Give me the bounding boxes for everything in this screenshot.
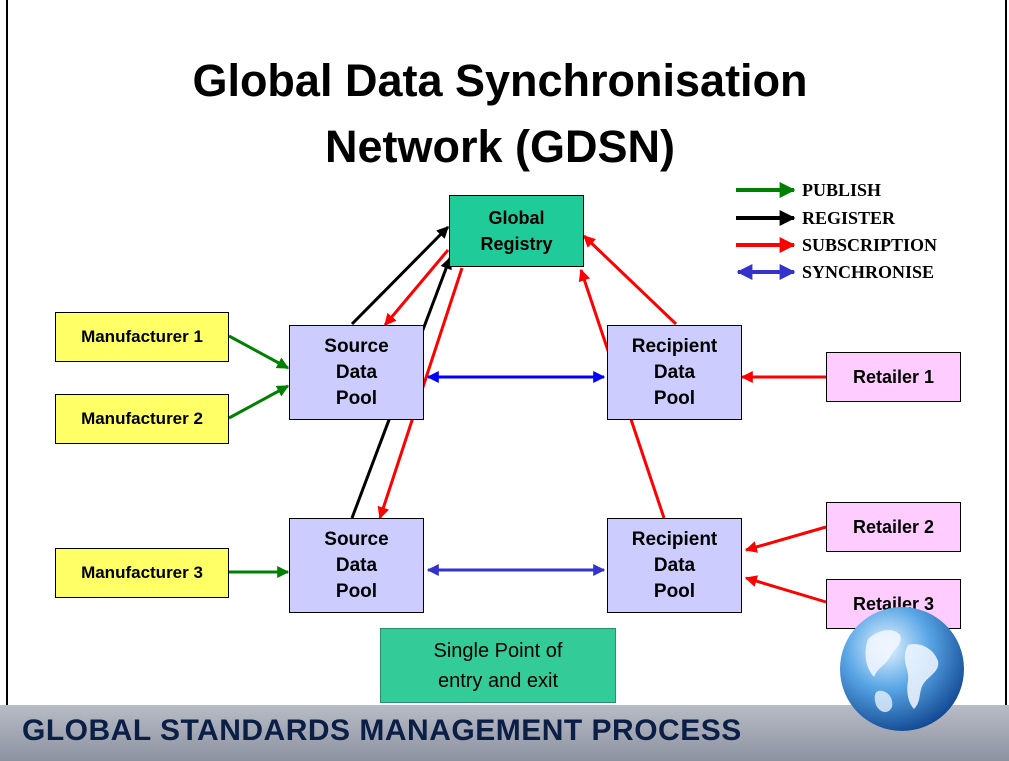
subscription-arrow-retailer-2: [744, 525, 827, 553]
source-pool-1-line-3: Pool: [335, 387, 378, 409]
recipient-pool-2-line-2: Data: [653, 554, 696, 576]
recipient-pool-2-line-3: Pool: [653, 580, 696, 602]
manufacturer-1-node: Manufacturer 1: [55, 312, 229, 362]
source-pool-2-line-2: Data: [335, 554, 378, 576]
single-point-callout: Single Point of entry and exit: [380, 628, 616, 703]
register-arrow-pool-1: [350, 225, 450, 326]
title-line-2: Network (GDSN): [324, 121, 676, 172]
source-pool-1-line-2: Data: [335, 361, 378, 383]
retailer-2-node: Retailer 2: [826, 502, 961, 552]
recipient-pool-1-line-2: Data: [653, 361, 696, 383]
source-pool-2-line-1: Source: [324, 528, 389, 550]
recipient-pool-2-line-1: Recipient: [631, 528, 718, 550]
recipient-pool-1-line-1: Recipient: [631, 335, 718, 357]
recipient-data-pool-1-node: Recipient Data Pool: [607, 325, 742, 420]
footer-bar: GLOBAL STANDARDS MANAGEMENT PROCESS: [0, 705, 1009, 761]
callout-line-2: entry and exit: [437, 669, 559, 692]
global-registry-node: Global Registry: [449, 195, 584, 267]
source-pool-2-line-3: Pool: [335, 580, 378, 602]
slide-title: Global Data Synchronisation Network (GDS…: [60, 48, 940, 180]
manufacturer-3-label: Manufacturer 3: [81, 563, 203, 582]
legend-synchronise-label: SYNCHRONISE: [802, 262, 935, 282]
retailer-2-label: Retailer 2: [852, 517, 935, 537]
publish-arrow-m1: [228, 334, 290, 370]
recipient-data-pool-2-node: Recipient Data Pool: [607, 518, 742, 613]
retailer-1-label: Retailer 1: [852, 367, 935, 387]
publish-arrow-m2: [228, 384, 290, 420]
legend-register-label: REGISTER: [802, 208, 896, 228]
callout-line-1: Single Point of: [433, 639, 563, 662]
manufacturer-3-node: Manufacturer 3: [55, 548, 229, 598]
manufacturer-2-node: Manufacturer 2: [55, 394, 229, 444]
subscription-arrow-registry-to-pool-1: [383, 249, 450, 326]
manufacturer-2-label: Manufacturer 2: [81, 409, 203, 428]
manufacturer-1-label: Manufacturer 1: [81, 327, 203, 346]
subscription-arrow-retailer-3: [744, 575, 827, 604]
retailer-1-node: Retailer 1: [826, 352, 961, 402]
footer-text: GLOBAL STANDARDS MANAGEMENT PROCESS: [22, 714, 742, 747]
globe-icon: [840, 607, 964, 731]
title-line-1: Global Data Synchronisation: [192, 55, 808, 106]
global-registry-line-1: Global: [488, 208, 545, 228]
legend-subscription-label: SUBSCRIPTION: [802, 235, 938, 255]
slide-border-left: [6, 0, 8, 705]
recipient-pool-1-line-3: Pool: [653, 387, 696, 409]
slide-border-right: [1005, 0, 1007, 705]
global-registry-line-2: Registry: [480, 234, 553, 254]
source-data-pool-1-node: Source Data Pool: [289, 325, 424, 420]
legend-publish-label: PUBLISH: [802, 180, 882, 200]
source-pool-1-line-1: Source: [324, 335, 389, 357]
subscription-arrow-recipient-1-to-registry: [582, 234, 678, 326]
source-data-pool-2-node: Source Data Pool: [289, 518, 424, 613]
